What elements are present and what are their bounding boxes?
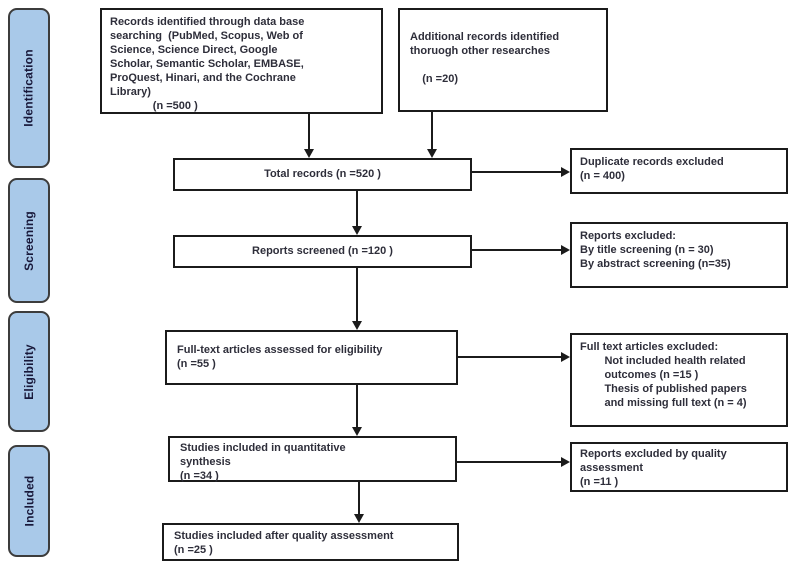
- stage-included-label: Included: [22, 475, 36, 527]
- arrow-right-icon: [561, 245, 570, 255]
- connector-total-to-screened: [356, 191, 358, 227]
- box-after-quality: Studies included after quality assessmen…: [162, 523, 459, 561]
- arrow-down-icon: [304, 149, 314, 158]
- box-quantitative-synthesis: Studies included in quantitative synthes…: [168, 436, 457, 482]
- box-quality-excluded: Reports excluded by quality assessment (…: [570, 442, 788, 492]
- arrow-down-icon: [352, 226, 362, 235]
- stage-identification-label: Identification: [22, 49, 36, 127]
- box-fulltext-excluded: Full text articles excluded: Not include…: [570, 333, 788, 427]
- arrow-down-icon: [352, 427, 362, 436]
- box-records-identified: Records identified through data base sea…: [100, 8, 383, 114]
- arrow-right-icon: [561, 352, 570, 362]
- arrow-down-icon: [354, 514, 364, 523]
- stage-screening-label: Screening: [22, 210, 37, 271]
- stage-included: Included: [8, 445, 50, 557]
- stage-screening: Screening: [8, 178, 50, 303]
- stage-eligibility-label: Eligibility: [22, 343, 37, 400]
- connector-records-to-total: [308, 114, 310, 150]
- stage-identification: Identification: [8, 8, 50, 168]
- box-reports-excluded: Reports excluded: By title screening (n …: [570, 222, 788, 288]
- box-additional-records: Additional records identified thoruogh o…: [398, 8, 608, 112]
- arrow-down-icon: [352, 321, 362, 330]
- connector-fulltext-to-excluded: [458, 356, 561, 358]
- connector-total-to-duplicates: [472, 171, 561, 173]
- arrow-right-icon: [561, 457, 570, 467]
- connector-fulltext-to-synthesis: [356, 385, 358, 428]
- connector-synthesis-to-after-quality: [358, 482, 360, 515]
- arrow-right-icon: [561, 167, 570, 177]
- box-total-records: Total records (n =520 ): [173, 158, 472, 191]
- box-fulltext-assessed: Full-text articles assessed for eligibil…: [165, 330, 458, 385]
- box-reports-screened: Reports screened (n =120 ): [173, 235, 472, 268]
- connector-additional-to-total: [431, 112, 433, 150]
- connector-screened-to-excluded: [472, 249, 561, 251]
- stage-eligibility: Eligibility: [8, 311, 50, 432]
- box-duplicates-excluded: Duplicate records excluded (n = 400): [570, 148, 788, 194]
- arrow-down-icon: [427, 149, 437, 158]
- connector-synthesis-to-quality-excluded: [457, 461, 561, 463]
- connector-screened-to-fulltext: [356, 268, 358, 322]
